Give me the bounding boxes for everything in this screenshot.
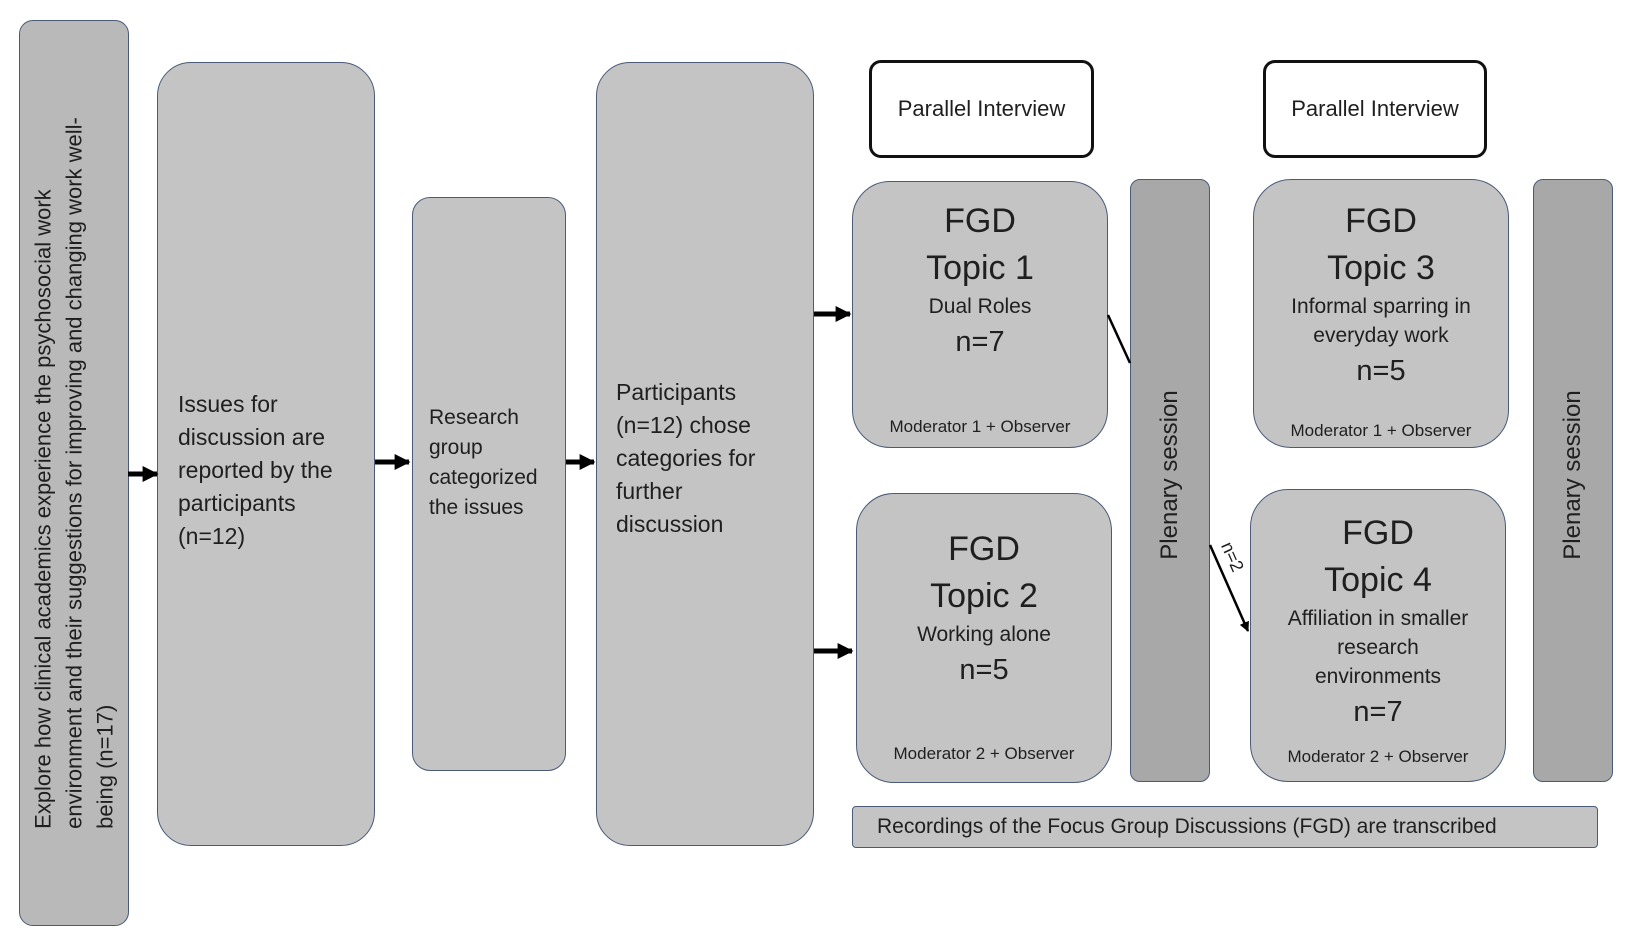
fgd-topic-3-desc-1: Informal sparring in	[1291, 295, 1471, 318]
parallel-interview-label-2: Parallel Interview	[1263, 60, 1487, 158]
fgd-topic-4-topic: Topic 4	[1324, 561, 1432, 599]
fgd-topic-2-box: FGD Topic 2 Working alone n=5 Moderator …	[856, 493, 1112, 783]
fgd-topic-4-title: FGD	[1342, 514, 1414, 552]
fgd-topic-1-n: n=7	[955, 326, 1005, 358]
research-group-text: Research group categorized the issues	[429, 406, 538, 519]
participants-text: Participants (n=12) chose categories for…	[616, 379, 756, 537]
fgd-topic-1-box: FGD Topic 1 Dual Roles n=7 Moderator 1 +…	[852, 181, 1108, 448]
fgd-topic-4-n: n=7	[1353, 696, 1403, 728]
issues-box: Issues for discussion are reported by th…	[157, 62, 375, 846]
recordings-text: Recordings of the Focus Group Discussion…	[877, 815, 1497, 838]
fgd-topic-1-title: FGD	[944, 202, 1016, 240]
fgd-topic-3-box: FGD Topic 3 Informal sparring in everyda…	[1253, 179, 1509, 448]
fgd-topic-2-n: n=5	[959, 654, 1009, 686]
fgd-topic-4-moderator: Moderator 2 + Observer	[1287, 747, 1469, 766]
recordings-bar: Recordings of the Focus Group Discussion…	[852, 806, 1598, 848]
issues-text: Issues for discussion are reported by th…	[178, 391, 333, 549]
fgd-topic-2-title: FGD	[948, 530, 1020, 568]
arrow-plenary-to-topic-4	[1208, 544, 1250, 632]
fgd-topic-1-topic: Topic 1	[926, 249, 1034, 287]
plenary-session-1-box	[1130, 179, 1210, 782]
fgd-topic-4-desc-1: Affiliation in smaller	[1287, 607, 1469, 630]
research-group-box: Research group categorized the issues	[412, 197, 566, 771]
fgd-topic-1-moderator: Moderator 1 + Observer	[889, 417, 1071, 436]
fgd-topic-3-title: FGD	[1345, 202, 1417, 240]
study-aim-box	[19, 20, 129, 926]
fgd-topic-2-desc: Working alone	[917, 623, 1051, 646]
fgd-topic-1-desc: Dual Roles	[928, 295, 1032, 318]
fgd-topic-4-desc-2: research	[1337, 636, 1419, 659]
plenary-session-2-box	[1533, 179, 1613, 782]
fgd-topic-4-desc-3: environments	[1314, 665, 1442, 688]
line-topic-1-to-plenary	[1106, 314, 1132, 364]
parallel-interview-label-1: Parallel Interview	[869, 60, 1094, 158]
fgd-topic-4-box: FGD Topic 4 Affiliation in smaller resea…	[1250, 489, 1506, 782]
fgd-topic-2-topic: Topic 2	[930, 577, 1038, 615]
fgd-topic-3-desc-2: everyday work	[1313, 324, 1449, 347]
fgd-topic-3-n: n=5	[1356, 355, 1406, 387]
participants-box: Participants (n=12) chose categories for…	[596, 62, 814, 846]
fgd-topic-2-moderator: Moderator 2 + Observer	[893, 744, 1075, 763]
fgd-topic-3-topic: Topic 3	[1327, 249, 1435, 287]
fgd-topic-3-moderator: Moderator 1 + Observer	[1290, 421, 1472, 440]
